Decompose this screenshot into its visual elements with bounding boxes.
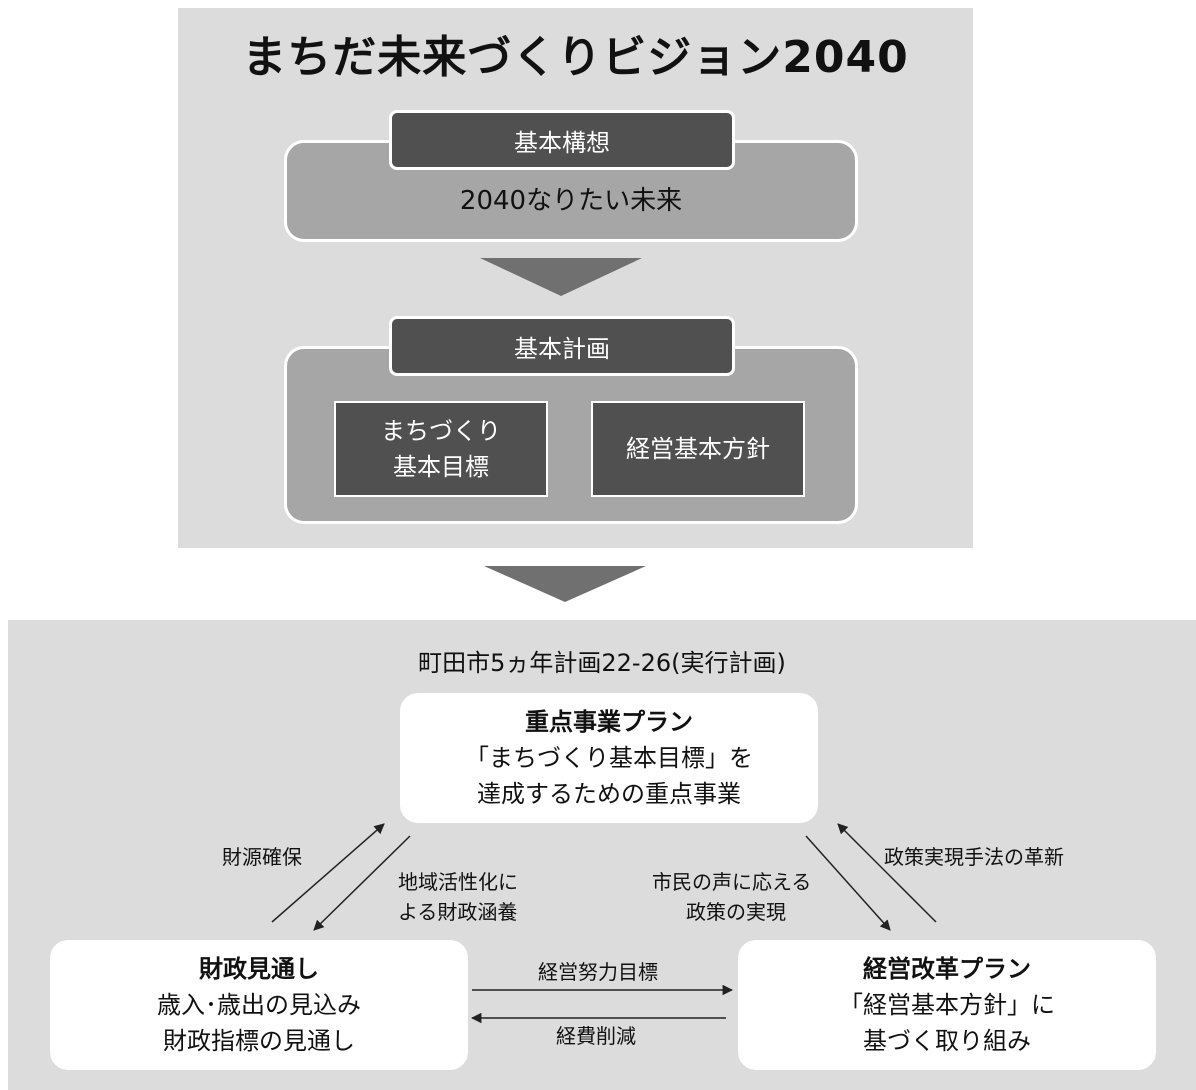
label-regional-revitalization-1: 地域活性化に [398, 870, 518, 894]
finance-outlook-heading: 財政見通し [199, 955, 319, 983]
arrow-priority-to-finance [313, 835, 411, 931]
reform-plan-heading: 経営改革プラン [863, 955, 1031, 983]
town-goals-line2: 基本目標 [393, 453, 489, 481]
label-management-target: 経営努力目標 [538, 960, 658, 984]
label-regional-revitalization-2: よる財政涵養 [398, 900, 518, 924]
down-arrow-1 [480, 258, 642, 296]
label-secure-funds: 財源確保 [222, 845, 302, 869]
arrow-priority-to-reform [805, 835, 891, 931]
basic-concept-panel [284, 140, 858, 242]
reform-plan-line1: 「経営基本方針」に [839, 991, 1055, 1019]
priority-plan-heading: 重点事業プラン [525, 708, 693, 736]
plan-title: 町田市5ヵ年計画22-26(実行計画) [418, 648, 786, 677]
priority-plan-box: 重点事業プラン 「まちづくり基本目標」を 達成するための重点事業 [400, 693, 818, 823]
reform-plan-line2: 基づく取り組み [863, 1027, 1031, 1055]
town-goals-line1: まちづくり [381, 417, 501, 445]
finance-outlook-box: 財政見通し 歳入･歳出の見込み 財政指標の見通し [50, 940, 468, 1070]
label-citizen-voice-1: 市民の声に応える [652, 870, 812, 894]
label-citizen-voice-2: 政策の実現 [686, 900, 786, 924]
basic-concept-text: 2040なりたい未来 [459, 185, 683, 216]
management-policy-box: 経営基本方針 [591, 401, 805, 497]
basic-concept-tag: 基本構想 [389, 110, 735, 170]
label-cost-reduction: 経費削減 [556, 1024, 636, 1048]
reform-plan-box: 経営改革プラン 「経営基本方針」に 基づく取り組み [738, 940, 1156, 1070]
priority-plan-line1: 「まちづくり基本目標」を [465, 744, 753, 772]
arrow-reform-to-priority [837, 823, 937, 923]
priority-plan-line2: 達成するための重点事業 [477, 780, 741, 808]
down-arrow-2 [484, 566, 646, 602]
label-policy-innovation: 政策実現手法の革新 [884, 845, 1064, 869]
basic-plan-tag: 基本計画 [389, 316, 735, 376]
vision-logo: まちだ未来づくりビジョン2040 [242, 32, 909, 83]
arrow-finance-to-priority [271, 823, 385, 923]
town-goals-box: まちづくり 基本目標 [334, 401, 548, 497]
finance-outlook-line2: 財政指標の見通し [163, 1027, 355, 1055]
finance-outlook-line1: 歳入･歳出の見込み [157, 991, 361, 1019]
